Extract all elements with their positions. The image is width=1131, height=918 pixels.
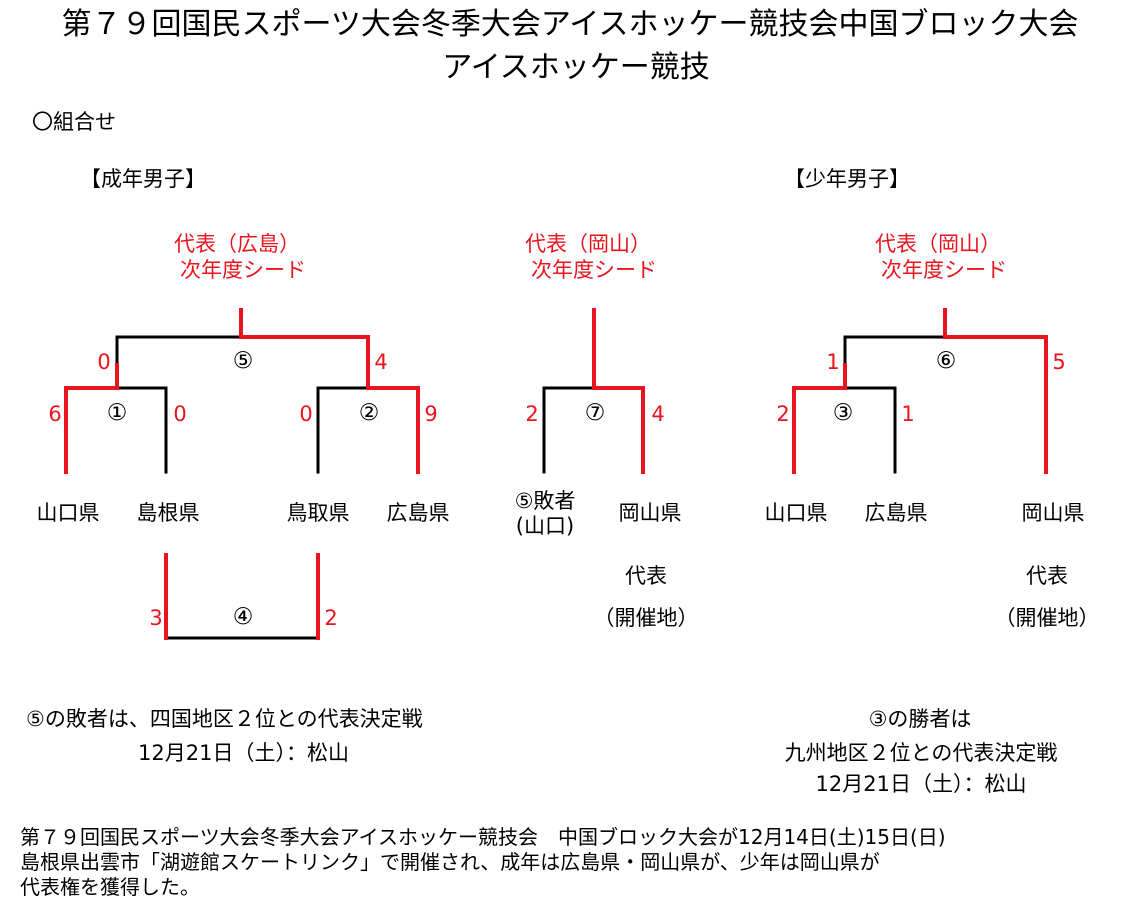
men-game2-tottori-arm (316, 386, 370, 474)
men-final-winner-path (239, 308, 370, 390)
men-game1-label: ① (106, 400, 128, 426)
youth-game3-yamaguchi-score: 2 (776, 402, 790, 426)
section-heading: 〇組合せ (32, 110, 116, 134)
youth-note-line3: 12月21日（土）：松山 (815, 772, 1027, 796)
playoff-host-note: （開催地） (593, 606, 699, 630)
youth-team-yamaguchi: 山口県 (764, 501, 828, 525)
youth-game3-hiroshima-arm (843, 386, 897, 474)
playoff-host-label: 代表 (625, 564, 667, 588)
men-team-hiroshima: 広島県 (386, 501, 450, 525)
men-hiroshima-path (366, 386, 420, 474)
men-game2-tottori-score: 0 (299, 402, 313, 426)
youth-game6-left-score: 1 (826, 350, 840, 374)
men-game5-label: ⑤ (232, 348, 254, 374)
youth-heading: 【少年男子】 (784, 167, 910, 191)
youth-okayama-winner-path (943, 308, 1048, 474)
youth-yamaguchi-path (792, 363, 847, 474)
men-game1-shimane-arm (115, 386, 168, 474)
playoff-seed-label: 次年度シード (531, 258, 657, 282)
playoff-loser-arm (542, 386, 596, 474)
youth-seed-label: 次年度シード (881, 258, 1007, 282)
men-game1-yamaguchi-score: 6 (48, 402, 62, 426)
youth-team-okayama: 岡山県 (1021, 501, 1085, 525)
youth-note-line2: 九州地区２位との代表決定戦 (784, 741, 1058, 765)
playoff-winner-path (592, 308, 645, 474)
men-seed-label: 次年度シード (180, 258, 306, 282)
men-team-tottori: 鳥取県 (286, 501, 350, 525)
youth-game3-hiroshima-score: 1 (901, 402, 915, 426)
men-team-yamaguchi: 山口県 (36, 501, 100, 525)
playoff-rep-label: 代表（岡山） (525, 232, 651, 256)
men-note-line2: 12月21日（土）：松山 (138, 741, 349, 765)
men-game5-right-score: 4 (374, 350, 388, 374)
men-bracket-black (115, 335, 370, 640)
youth-game3-label: ③ (832, 400, 854, 426)
men-game5-left-score: 0 (97, 350, 111, 374)
youth-game6-left-arm (843, 335, 947, 367)
youth-host-note: （開催地） (994, 606, 1100, 630)
footer-line1: 第７９回国民スポーツ大会冬季大会アイスホッケー競技会 中国ブロック大会が12月1… (20, 825, 946, 849)
page-title-line1: 第７９回国民スポーツ大会冬季大会アイスホッケー競技会中国ブロック大会 (61, 7, 1079, 42)
men-game4-tottori-score: 2 (324, 606, 338, 630)
men-yamaguchi-path (64, 363, 119, 474)
men-game5-left-arm (115, 335, 243, 367)
men-game2-hiroshima-score: 9 (424, 402, 438, 426)
men-note-line1: ⑤の敗者は、四国地区２位との代表決定戦 (26, 707, 423, 731)
footer-line3: 代表権を獲得した。 (20, 875, 200, 899)
youth-rep-label: 代表（岡山） (875, 232, 1001, 256)
page-title-line2: アイスホッケー競技 (442, 50, 710, 85)
playoff-loser-team: (山口) (515, 514, 575, 538)
youth-team-hiroshima: 広島県 (864, 501, 928, 525)
playoff-loser-label: ⑤敗者 (514, 489, 576, 513)
youth-game6-label: ⑥ (935, 348, 957, 374)
playoff-team-okayama: 岡山県 (618, 501, 682, 525)
men-team-shimane: 島根県 (136, 501, 200, 525)
playoff-game7-label: ⑦ (584, 400, 606, 426)
youth-host-label: 代表 (1026, 564, 1068, 588)
men-game4-label: ④ (232, 604, 254, 630)
playoff-game7-right-score: 4 (651, 402, 665, 426)
playoff-game7-left-score: 2 (525, 402, 539, 426)
men-game2-label: ② (358, 400, 380, 426)
men-bracket-red (64, 308, 420, 640)
youth-note-line1: ③の勝者は (868, 707, 972, 731)
youth-bracket-black (843, 335, 947, 474)
footer-line2: 島根県出雲市「湖遊館スケートリンク」で開催され、成年は広島県・岡山県が、少年は岡… (20, 850, 880, 874)
men-rep-label: 代表（広島） (174, 232, 300, 256)
youth-bracket-red (792, 308, 1048, 474)
men-game1-shimane-score: 0 (173, 402, 187, 426)
youth-game6-right-score: 5 (1052, 350, 1066, 374)
men-game4-shimane-score: 3 (149, 606, 163, 630)
men-heading: 【成年男子】 (80, 167, 206, 191)
